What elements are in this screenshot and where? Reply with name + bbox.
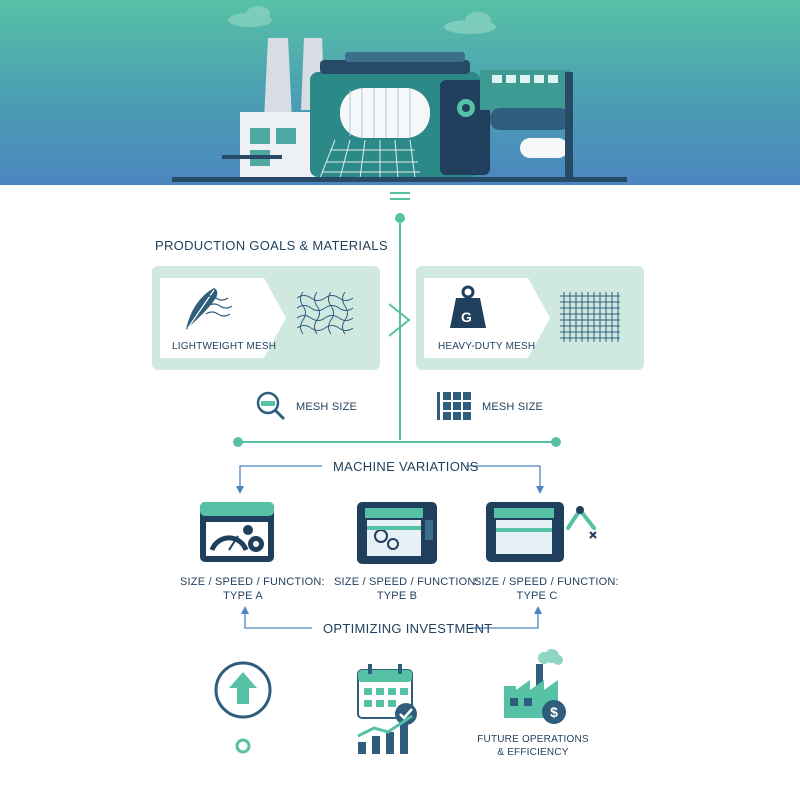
material-label-heavy-duty: HEAVY-DUTY MESH	[438, 341, 536, 352]
future-ops-line1: FUTURE OPERATIONS	[477, 734, 589, 745]
machine-b-line1: SIZE / SPEED / FUNCTION:	[334, 576, 479, 588]
mesh-size-label-2: MESH SIZE	[482, 401, 544, 413]
mesh-size-label-1: MESH SIZE	[296, 401, 358, 413]
factory-illustration	[172, 6, 627, 182]
factory-banner	[0, 0, 800, 185]
cloud-icon	[228, 6, 496, 34]
future-ops-line2: & EFFICIENCY	[497, 747, 569, 758]
weight-letter: G	[461, 309, 473, 325]
growth-arrow-icon	[214, 661, 272, 754]
machine-c-line1: SIZE / SPEED / FUNCTION:	[474, 576, 619, 588]
robotic-machine-icon	[486, 502, 597, 562]
machine-c-line2: TYPE C	[516, 590, 558, 602]
grid-icon	[437, 392, 471, 420]
mesh-sample-icon	[560, 292, 620, 342]
factory-dollar-icon: $	[504, 649, 566, 724]
weight-icon	[450, 285, 486, 328]
material-label-lightweight: LIGHTWEIGHT MESH	[172, 341, 277, 352]
goals-title: PRODUCTION GOALS & MATERIALS	[155, 238, 388, 253]
svg-text:$: $	[550, 704, 558, 720]
loom-machine-icon	[357, 502, 437, 564]
feather-icon	[186, 288, 233, 330]
chevron-right-icon	[388, 303, 411, 337]
lightweight-card-inner	[160, 278, 286, 358]
magnifier-ruler-icon	[256, 391, 286, 421]
mesh-sample-icon	[297, 292, 354, 335]
heavy-duty-card-inner	[424, 278, 550, 358]
invest-title: OPTIMIZING INVESTMENT	[323, 621, 493, 636]
machine-title: MACHINE VARIATIONS	[333, 459, 479, 474]
machine-a-line2: TYPE A	[223, 590, 263, 602]
calendar-chart-icon	[357, 664, 417, 754]
machine-a-line1: SIZE / SPEED / FUNCTION:	[180, 576, 325, 588]
control-panel-icon	[200, 502, 274, 562]
machine-b-line2: TYPE B	[376, 590, 418, 602]
